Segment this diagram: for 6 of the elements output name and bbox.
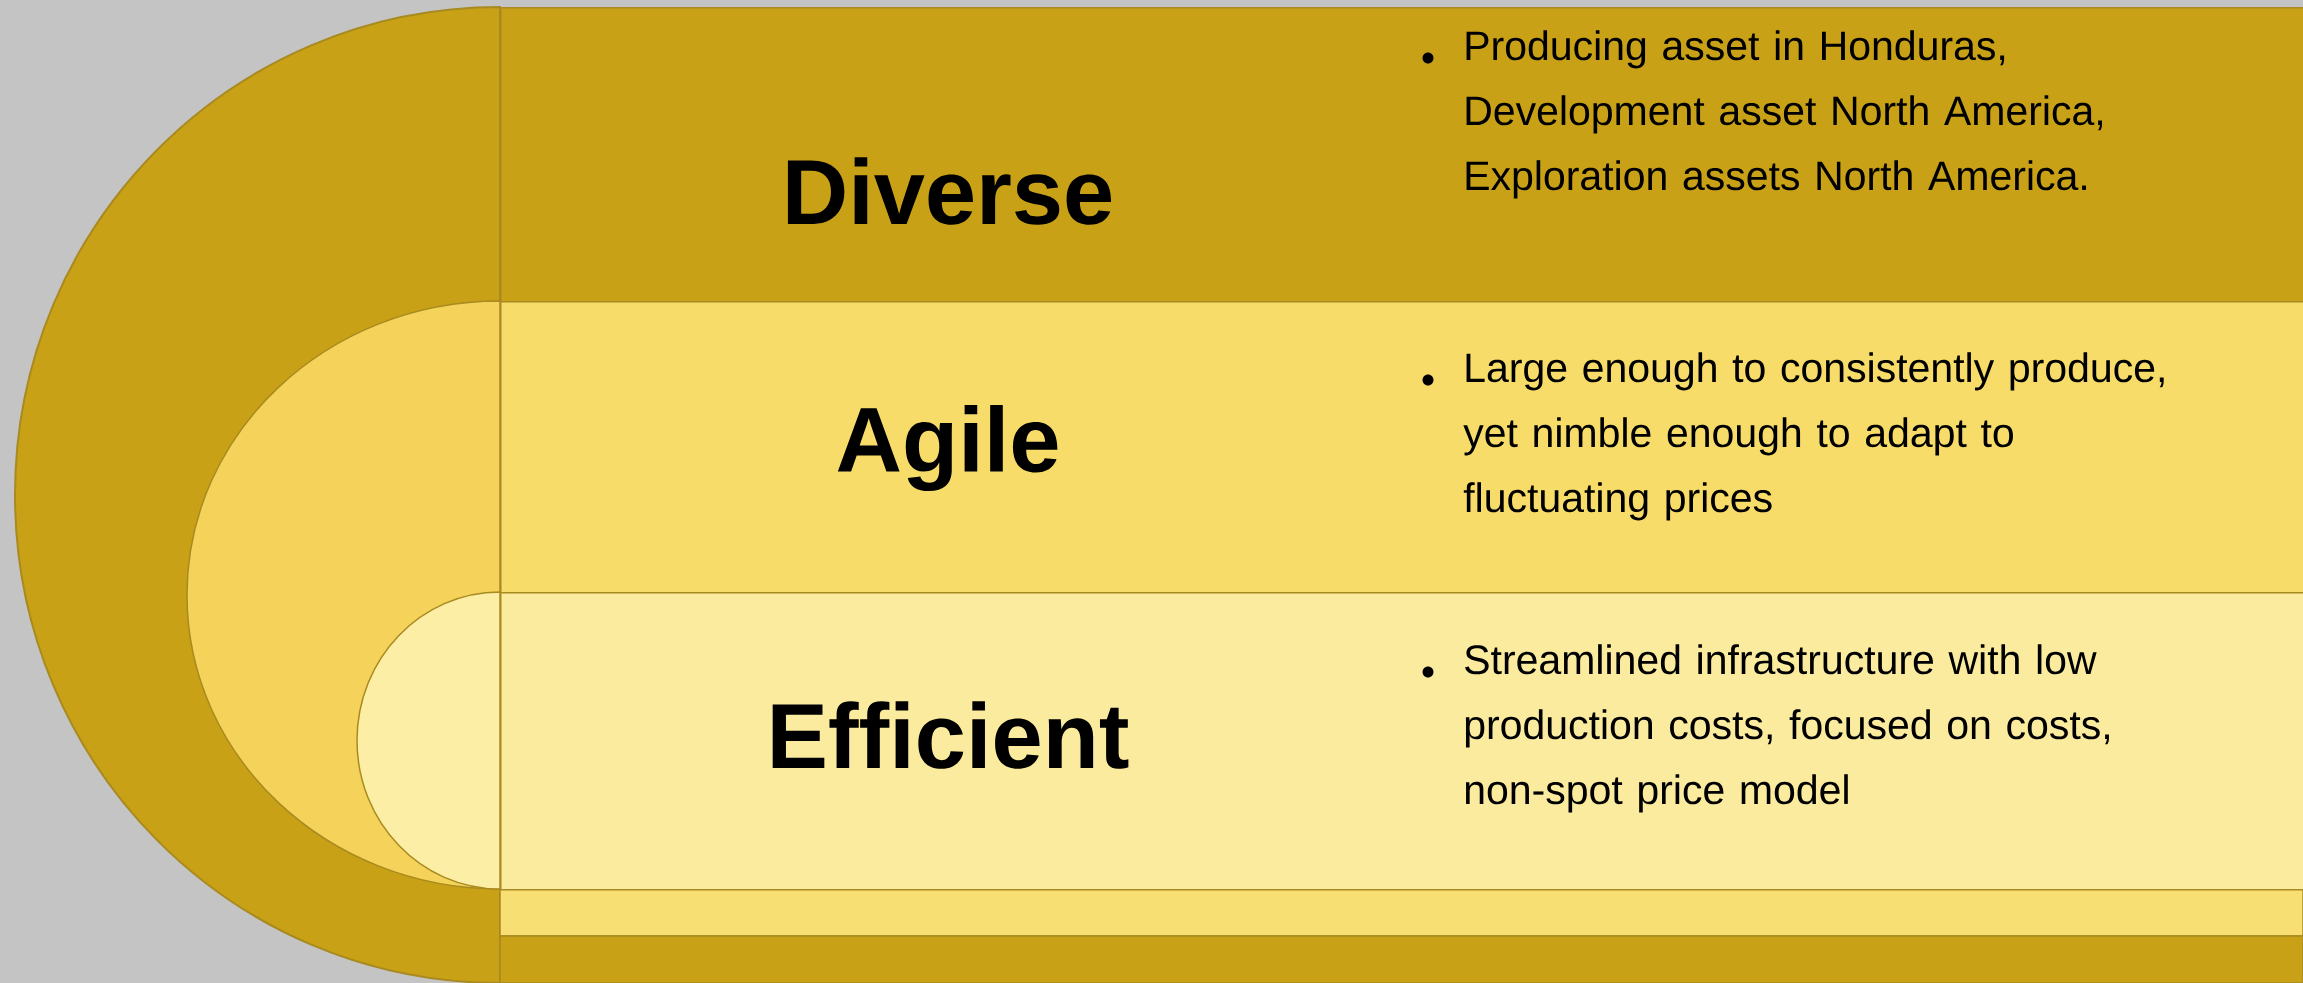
- bullet-text: Large enough to consistently produce, yet nimble enough to adapt to fluctuating prices: [1463, 352, 2164, 521]
- bullet-text: Streamlined infrastructure with low production costs, focused on costs, non-spot price model: [1465, 644, 2109, 813]
- band-title: Efficient: [772, 701, 1129, 769]
- band-title: Agile: [837, 404, 1058, 492]
- band-title: Diverse: [787, 157, 1112, 225]
- bullet-text: Producing asset in Honduras, Development asset North America, Exploration assets North America.: [1466, 30, 2102, 199]
